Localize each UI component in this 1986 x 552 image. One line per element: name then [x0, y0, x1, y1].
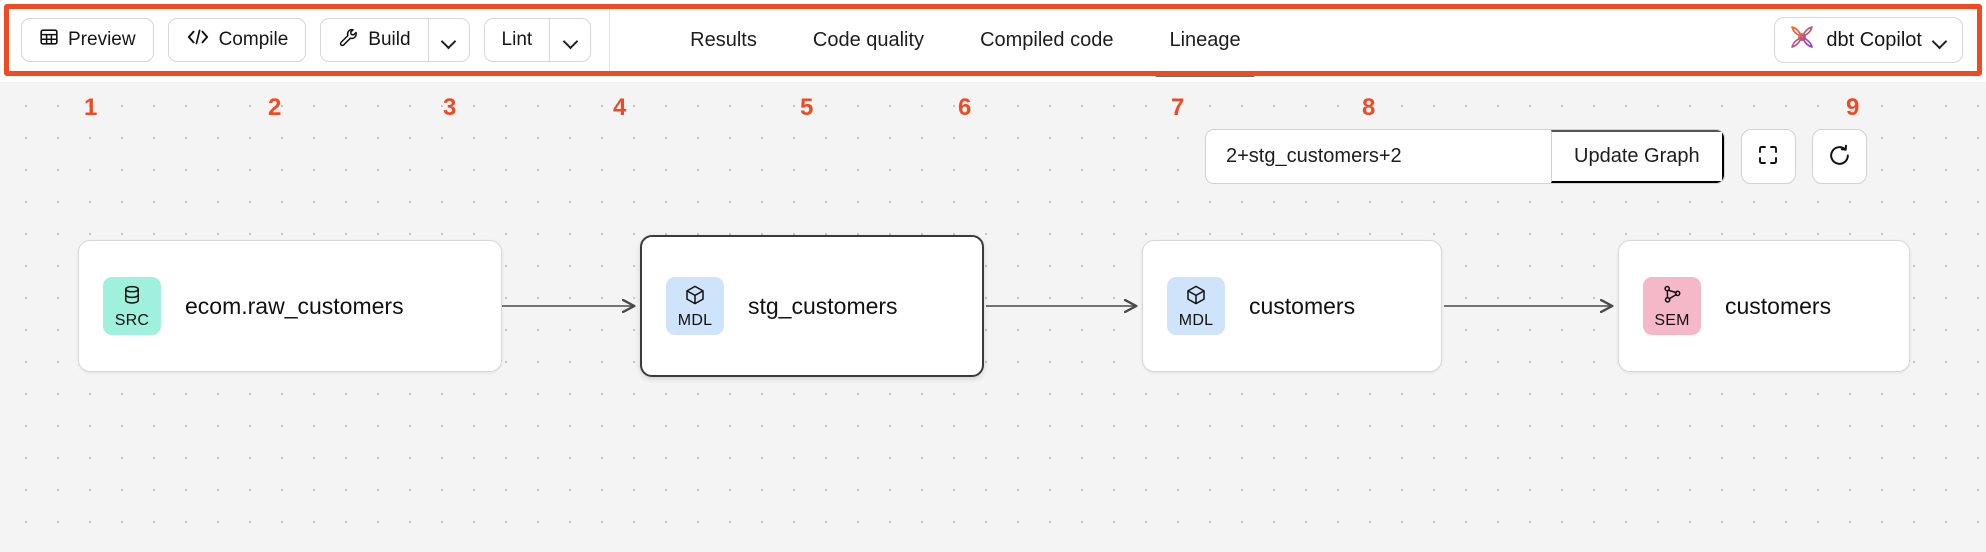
tab-code-quality-label: Code quality [812, 28, 925, 51]
tab-compiled-code-label: Compiled code [980, 28, 1114, 51]
node-selector-group: Update Graph [1205, 129, 1725, 184]
node-badge-src-label: SRC [114, 312, 150, 329]
annotation-number-2: 2 [268, 94, 282, 121]
tab-lineage[interactable]: Lineage [1141, 9, 1268, 77]
compile-button[interactable]: Compile [167, 18, 307, 62]
lint-button-label: Lint [501, 29, 533, 50]
wrench-icon [338, 27, 359, 54]
annotation-number-8: 8 [1362, 94, 1376, 121]
build-split-button: Build [320, 18, 470, 62]
tab-lineage-label: Lineage [1169, 28, 1241, 51]
toolbar-right-group: dbt Copilot [1774, 17, 1977, 63]
tab-results[interactable]: Results [662, 9, 785, 71]
chevron-down-icon [564, 36, 577, 44]
preview-button[interactable]: Preview [21, 18, 154, 62]
node-badge-src: SRC [103, 277, 161, 335]
annotation-number-6: 6 [958, 94, 972, 121]
graph-controls: Update Graph [1205, 129, 1867, 184]
annotation-number-7: 7 [1171, 94, 1185, 121]
action-button-group: Preview Compile [9, 9, 611, 71]
chevron-down-icon [442, 36, 455, 44]
lineage-node-source-label: ecom.raw_customers [185, 292, 404, 319]
update-graph-label: Update Graph [1574, 145, 1700, 167]
node-badge-mdl: MDL [1167, 277, 1225, 335]
dbt-copilot-icon [1789, 24, 1815, 56]
lineage-node-mdl-customers-label: customers [1249, 292, 1356, 319]
top-toolbar: Preview Compile [9, 9, 1977, 77]
update-graph-button[interactable]: Update Graph [1551, 130, 1724, 183]
lineage-node-source[interactable]: SRC ecom.raw_customers [78, 240, 502, 372]
code-icon [186, 28, 210, 52]
refresh-button[interactable] [1811, 129, 1867, 184]
build-button[interactable]: Build [320, 18, 428, 62]
lineage-edges [502, 82, 1986, 552]
fullscreen-icon [1756, 143, 1780, 170]
tab-compiled-code[interactable]: Compiled code [952, 9, 1141, 71]
refresh-icon [1827, 143, 1852, 171]
cube-icon [1184, 283, 1208, 312]
dbt-copilot-label: dbt Copilot [1826, 28, 1922, 51]
table-icon [39, 27, 59, 53]
annotation-number-5: 5 [800, 94, 814, 121]
node-selector-input[interactable] [1206, 130, 1551, 183]
compile-button-label: Compile [218, 29, 289, 50]
annotation-number-9: 9 [1846, 94, 1860, 121]
preview-button-label: Preview [68, 29, 136, 50]
annotation-number-4: 4 [613, 94, 627, 121]
lineage-node-sem-customers-label: customers [1725, 292, 1832, 319]
lineage-node-sem-customers[interactable]: SEM customers [1618, 240, 1910, 372]
annotation-number-1: 1 [84, 94, 98, 121]
chevron-down-icon [1933, 36, 1946, 44]
node-badge-mdl: MDL [666, 277, 724, 335]
node-badge-sem-label: SEM [1654, 312, 1690, 329]
node-badge-sem: SEM [1643, 277, 1701, 335]
panel-tabs: Results Code quality Compiled code Linea… [610, 9, 1269, 77]
database-icon [120, 283, 144, 312]
lineage-node-mdl-customers[interactable]: MDL customers [1142, 240, 1442, 372]
dbt-copilot-button[interactable]: dbt Copilot [1774, 17, 1963, 63]
tab-results-label: Results [690, 28, 757, 51]
fullscreen-button[interactable] [1740, 129, 1796, 184]
semantic-graph-icon [1660, 283, 1684, 312]
lint-button[interactable]: Lint [483, 18, 550, 62]
tab-code-quality[interactable]: Code quality [785, 9, 952, 71]
annotation-number-3: 3 [443, 94, 457, 121]
node-badge-mdl-label: MDL [1178, 312, 1214, 329]
lineage-node-stg-customers-label: stg_customers [748, 292, 898, 319]
lineage-node-stg-customers[interactable]: MDL stg_customers [640, 235, 984, 377]
lint-split-button: Lint [483, 18, 592, 62]
lineage-canvas[interactable]: Update Graph [0, 82, 1986, 552]
cube-icon [683, 283, 707, 312]
build-dropdown-toggle[interactable] [427, 18, 470, 62]
node-badge-mdl-label: MDL [677, 312, 713, 329]
lint-dropdown-toggle[interactable] [549, 18, 592, 62]
build-button-label: Build [368, 29, 411, 50]
